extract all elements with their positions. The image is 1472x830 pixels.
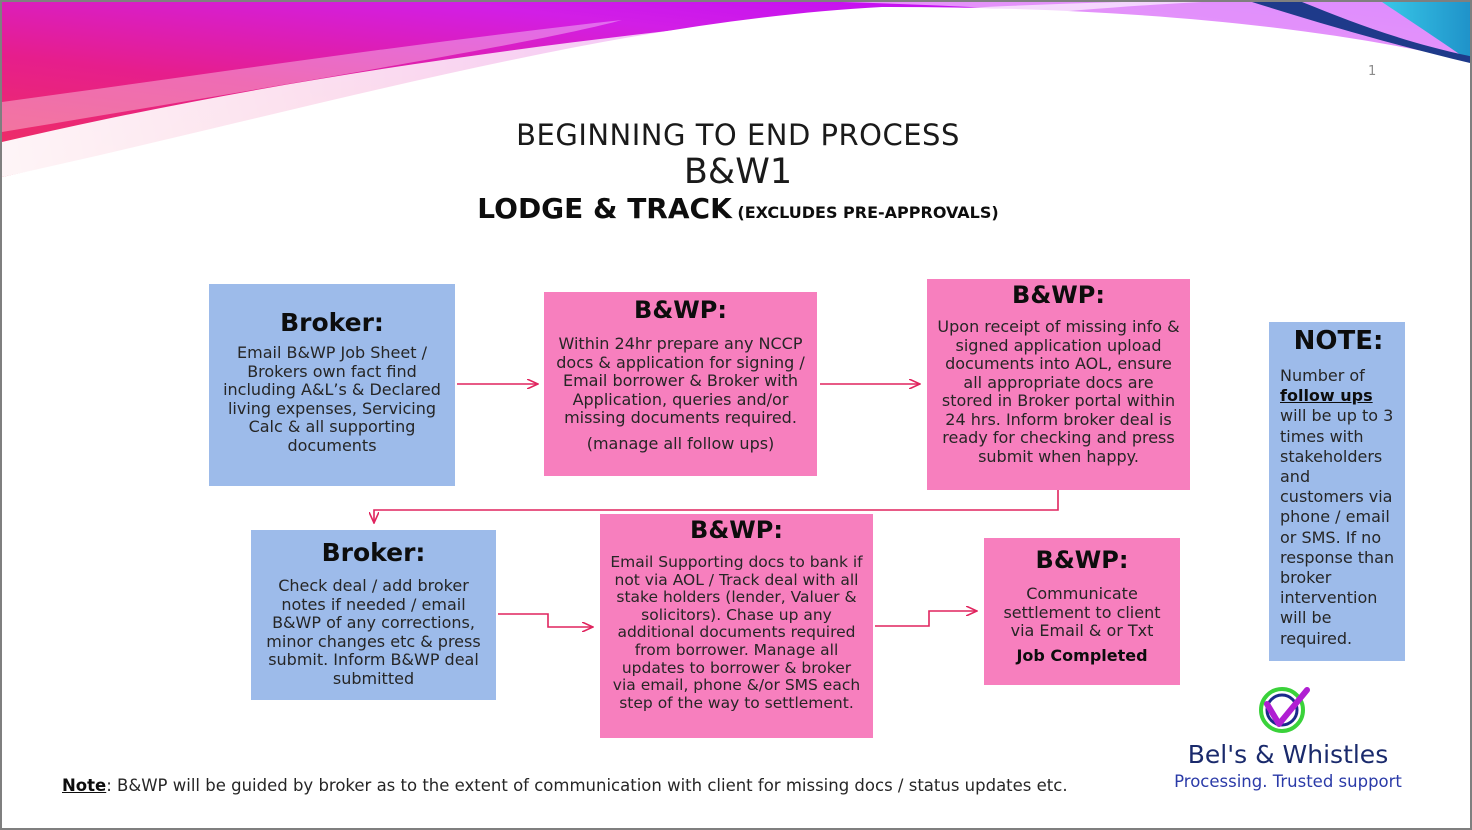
note-text-end: will be up to 3 times with stakeholders …	[1280, 406, 1395, 648]
brand-tagline: Processing. Trusted support	[1174, 772, 1402, 791]
step-text: Email B&WP Job Sheet / Brokers own fact …	[223, 343, 441, 455]
section-title: LODGE & TRACK (EXCLUDES PRE-APPROVALS)	[2, 192, 1470, 225]
page-number: 1	[1368, 64, 1377, 79]
step-broker-job-sheet: Broker: Email B&WP Job Sheet / Brokers o…	[209, 284, 455, 486]
footnote-text: : B&WP will be guided by broker as to th…	[106, 776, 1068, 795]
step-heading: Broker:	[280, 308, 384, 337]
note-heading: NOTE:	[1293, 326, 1384, 356]
step-bwp-upload-documents: B&WP: Upon receipt of missing info & sig…	[927, 279, 1190, 490]
footnote-label: Note	[62, 776, 107, 795]
footnote: Note: B&WP will be guided by broker as t…	[62, 775, 1102, 796]
step-bwp-track-deal: B&WP: Email Supporting docs to bank if n…	[600, 514, 873, 738]
checkmark-logo-icon	[1259, 687, 1310, 733]
step-heading: Broker:	[321, 538, 426, 567]
step-heading: B&WP:	[1012, 281, 1105, 309]
step-heading: B&WP:	[1035, 546, 1129, 574]
page-subtitle: B&W1	[683, 152, 793, 192]
step-text: Check deal / add broker notes if needed …	[266, 576, 481, 688]
step-status: Job Completed	[1016, 645, 1148, 665]
arrow-4-to-5	[498, 613, 593, 627]
note-box: NOTE: Number of follow ups will be up to…	[1269, 322, 1405, 661]
arrow-3-to-4	[374, 490, 1059, 523]
step-text: Upon receipt of missing info & signed ap…	[937, 317, 1180, 466]
step-bwp-prepare-docs: B&WP: Within 24hr prepare any NCCP docs …	[544, 292, 817, 476]
section-title-main: LODGE & TRACK	[477, 192, 732, 225]
section-title-qualifier: (EXCLUDES PRE-APPROVALS)	[737, 203, 999, 222]
step-heading: B&WP:	[634, 296, 727, 324]
note-text: Number of follow ups will be up to 3 tim…	[1280, 366, 1397, 649]
page-title: BEGINNING TO END PROCESS	[516, 118, 960, 152]
note-emphasis: follow ups	[1280, 386, 1373, 406]
step-text: Communicate settlement to client via Ema…	[1003, 584, 1161, 640]
step-text: Email Supporting docs to bank if not via…	[610, 553, 863, 712]
arrow-5-to-6	[875, 611, 977, 627]
step-broker-check-deal: Broker: Check deal / add broker notes if…	[251, 530, 496, 700]
step-bwp-communicate-settlement: B&WP: Communicate settlement to client v…	[984, 538, 1180, 685]
brand-name: Bel's & Whistles	[1187, 740, 1389, 769]
note-text-start: Number of	[1280, 366, 1365, 385]
header-swoosh-graphic	[2, 2, 1470, 177]
step-text: Within 24hr prepare any NCCP docs & appl…	[556, 334, 805, 427]
step-note: (manage all follow ups)	[586, 433, 775, 453]
step-heading: B&WP:	[690, 516, 783, 544]
